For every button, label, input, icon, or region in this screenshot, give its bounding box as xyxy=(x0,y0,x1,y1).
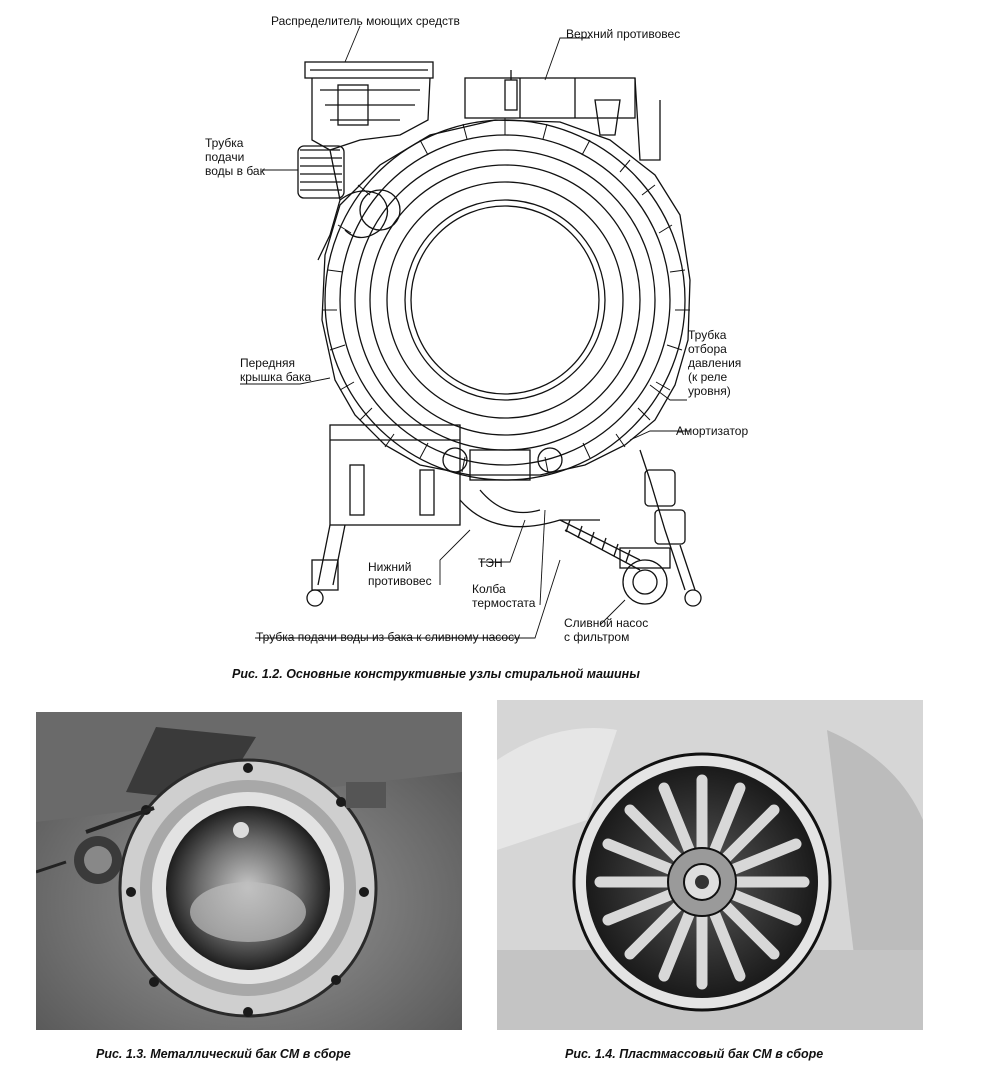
label-heater: ТЭН xyxy=(478,556,503,570)
caption-figure-1-2: Рис. 1.2. Основные конструктивные узлы с… xyxy=(232,667,640,681)
water-inlet-bellows-shape xyxy=(297,145,401,239)
caption-figure-1-3: Рис. 1.3. Металлический бак СМ в сборе xyxy=(96,1047,351,1061)
tank-outer-ring xyxy=(321,119,691,481)
label-water-inlet-tube: Трубка подачи воды в бак xyxy=(205,136,265,178)
tank-assembly-drawing xyxy=(240,25,702,639)
photo-metal-tank xyxy=(36,712,462,1030)
label-drain-tube: Трубка подачи воды из бака к сливному на… xyxy=(256,630,521,644)
leader-lines xyxy=(240,25,690,639)
label-lower-counterweight: Нижний противовес xyxy=(368,560,432,588)
detergent-dispenser-shape xyxy=(304,61,434,261)
upper-counterweight-shape xyxy=(464,70,661,161)
label-thermostat-bulb: Колба термостата xyxy=(472,582,536,610)
label-front-tank-cover: Передняя крышка бака xyxy=(240,356,312,384)
label-upper-counterweight: Верхний противовес xyxy=(566,27,681,41)
photo-plastic-tank xyxy=(497,700,923,1030)
label-shock-absorber: Амортизатор xyxy=(676,424,749,438)
tank-ribs xyxy=(322,118,690,473)
label-pressure-tube: Трубка отбора давления (к реле уровня) xyxy=(688,328,742,398)
label-detergent-dispenser: Распределитель моющих средств xyxy=(271,14,460,28)
lower-assembly-shape xyxy=(306,424,702,607)
label-drain-pump: Сливной насос с фильтром xyxy=(564,616,649,644)
caption-figure-1-4: Рис. 1.4. Пластмассовый бак СМ в сборе xyxy=(565,1047,824,1061)
